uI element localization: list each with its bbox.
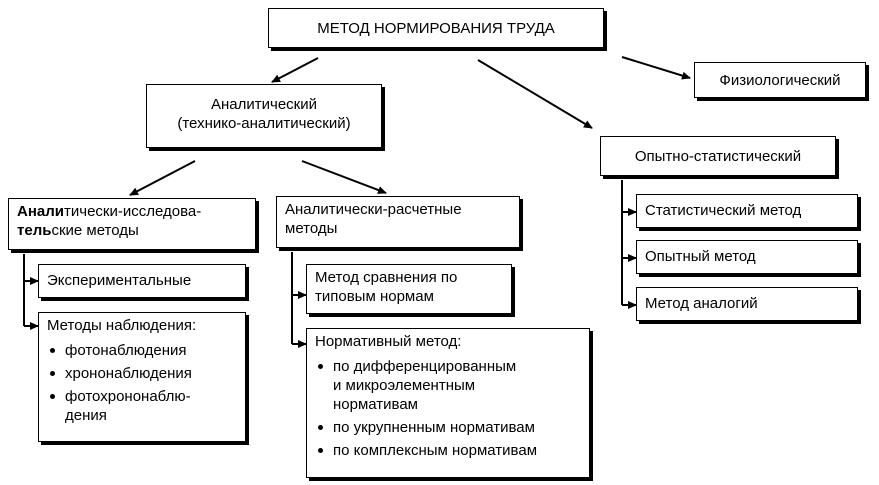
observation-methods-title: Методы наблюдения: [47,317,197,334]
experimental-label: Экспериментальные [47,272,192,289]
arrow-root-to-physiological [621,56,691,80]
experimental-method-label: Опытный метод [645,248,756,265]
calc-methods-box: Аналитически-расчетные методы [276,196,520,248]
arrow-analytical-to-research [129,160,196,196]
normative-item: по укрупненным нормативам [315,418,581,437]
research-methods-title-line2: тельские методы [17,222,139,239]
observation-methods-box: Методы наблюдения: фотонаблюдения хронон… [38,312,246,442]
normative-method-title: Нормативный метод: [315,333,462,350]
experimental-method-box: Опытный метод [636,240,858,274]
arrow-analytical-to-calc [301,160,387,194]
normative-item: по дифференцированным и микроэлементным … [315,357,581,414]
root-label: МЕТОД НОРМИРОВАНИЯ ТРУДА [317,20,555,37]
statistical-method-label: Статистический метод [645,202,802,219]
calc-methods-title: Аналитически-расчетные методы [285,201,462,237]
normative-method-list: по дифференцированным и микроэлементным … [315,357,581,460]
root-box: МЕТОД НОРМИРОВАНИЯ ТРУДА [268,8,604,48]
research-methods-box: Аналитически-исследова- тельские методы [8,198,256,250]
arrow-root-to-experimental-statistical [477,59,593,129]
analogy-method-label: Метод аналогий [645,295,758,312]
experimental-box: Экспериментальные [38,264,246,298]
physiological-box: Физиологический [694,62,866,98]
normative-method-box: Нормативный метод: по дифференцированным… [306,328,590,478]
comparison-method-box: Метод сравнения по типовым нормам [306,264,512,314]
observation-item: фотохрононаблю- дения [47,387,237,425]
normative-item: по комплексным нормативам [315,441,581,460]
arrow-root-to-analytical [271,57,319,83]
statistical-method-box: Статистический метод [636,194,858,228]
analogy-method-box: Метод аналогий [636,287,858,321]
research-methods-title-line1: Аналитически-исследова- [17,203,202,220]
comparison-method-label: Метод сравнения по типовым нормам [315,269,458,305]
experimental-statistical-label: Опытно-статистический [634,148,802,165]
analytical-box: Аналитический (технико-аналитический) [146,84,382,148]
analytical-label-line1: Аналитический [211,96,317,113]
experimental-statistical-box: Опытно-статистический [600,136,836,176]
analytical-label-line2: (технико-аналитический) [177,115,351,132]
physiological-label: Физиологический [719,72,841,89]
observation-item: фотонаблюдения [47,341,237,360]
observation-item: хрононаблюдения [47,364,237,383]
observation-methods-list: фотонаблюдения хрононаблюдения фотохроно… [47,341,237,425]
